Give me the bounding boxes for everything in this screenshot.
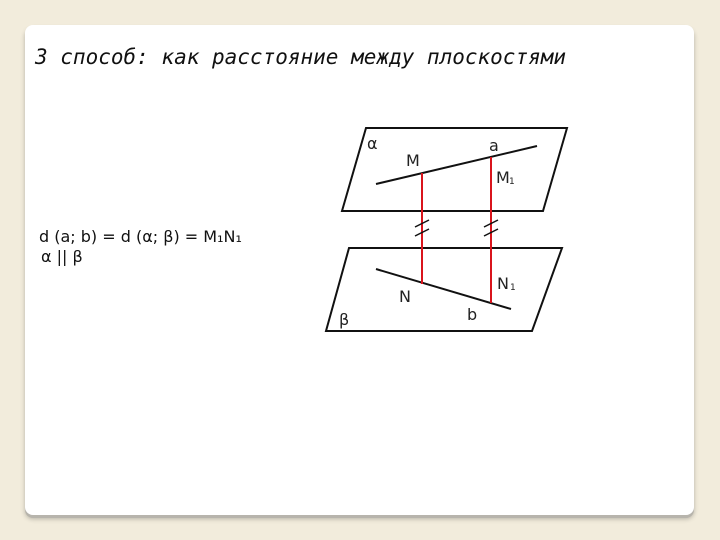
label-alpha: α [367, 134, 378, 153]
tick-mark [483, 219, 499, 228]
formula-line-parallel: α || β [41, 247, 83, 266]
distance-formula: d (a; b) = d (α; β) = M₁N₁ α || β [39, 227, 242, 267]
plane-alpha [340, 127, 569, 212]
line-b [375, 268, 512, 310]
slide-title: 3 способ: как расстояние между плоскостя… [35, 45, 567, 69]
label-point-m: M [406, 151, 420, 170]
equal-tick-marks [414, 219, 499, 237]
label-line-b: b [467, 305, 477, 324]
tick-mark [414, 228, 430, 237]
label-point-m1-sub: 1 [509, 177, 515, 187]
formula-line-distance: d (a; b) = d (α; β) = M₁N₁ [39, 227, 242, 246]
tick-mark [483, 228, 499, 237]
label-point-m1: M [496, 168, 510, 187]
tick-mark [414, 219, 430, 228]
label-line-a: a [489, 136, 499, 155]
line-a [375, 145, 538, 185]
label-point-n1: N [497, 274, 509, 293]
label-point-n: N [399, 287, 411, 306]
label-beta: β [339, 310, 349, 329]
slide: 3 способ: как расстояние между плоскостя… [25, 25, 694, 515]
label-point-n1-sub: 1 [510, 283, 516, 293]
planes-diagram: α β a b M M 1 N N 1 [324, 127, 569, 332]
